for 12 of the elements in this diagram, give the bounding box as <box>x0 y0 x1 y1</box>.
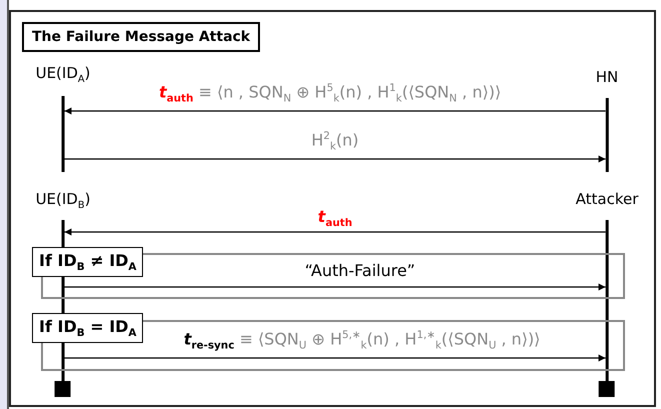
diagram-title: The Failure Message Attack <box>22 22 260 52</box>
participant-name: UE(ID$_{B}$) <box>36 190 90 211</box>
participant-name: Attacker <box>576 190 638 208</box>
message-arrow <box>64 156 606 162</box>
message-arrow <box>64 228 606 236</box>
message-arrow <box>64 354 606 362</box>
condition-label: If ID$_{B}$ = ID$_{A}$ <box>32 313 144 344</box>
message-arrow <box>64 108 606 114</box>
message-arrow <box>64 284 606 290</box>
participant-name: UE(ID$_{A}$) <box>36 64 90 85</box>
condition-label: If ID$_{B}$ ≠ ID$_{A}$ <box>32 247 144 278</box>
participant-name: HN <box>596 68 618 86</box>
